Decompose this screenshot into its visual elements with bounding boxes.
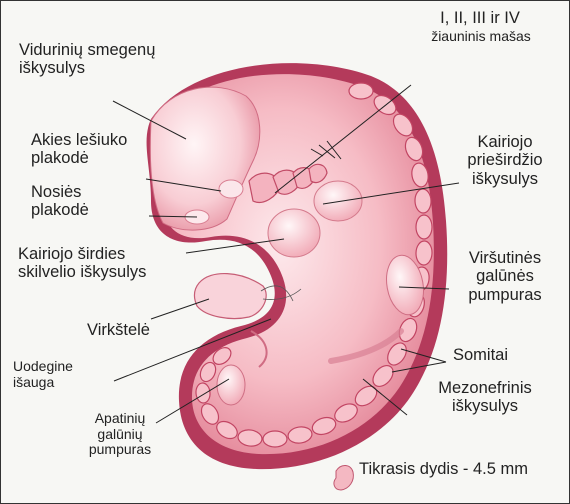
lower-limb-bud	[217, 365, 245, 405]
label-lower-limb: Apatinių galūnių pumpuras	[75, 411, 165, 458]
ventricle-bulge	[268, 209, 320, 257]
label-midbrain: Vidurinių smegenų iškysulys	[19, 41, 155, 78]
umbilical-stalk	[195, 274, 267, 319]
atrium-bulge	[314, 181, 362, 221]
label-tail: Uodegine išauga	[13, 359, 73, 390]
actual-size-icon	[334, 465, 353, 490]
label-lens-placode: Akies lešiuko plakodė	[31, 131, 127, 168]
label-atrium: Kairiojo prieširdžio iškysulys	[445, 133, 565, 188]
label-upper-limb: Viršutinės galūnės pumpuras	[447, 249, 563, 304]
label-arches-name: žiauninis mašas	[391, 29, 570, 45]
lens-placode	[219, 180, 243, 198]
label-mesonephric: Mezonefrinis iškysulys	[411, 379, 559, 416]
label-somites: Somitai	[453, 346, 508, 364]
label-umbilical: Virkštelė	[87, 321, 150, 339]
label-ventricle: Kairiojo širdies skilvelio iškysulys	[18, 245, 146, 282]
label-nasal-placode: Nosiės plakodė	[31, 183, 89, 220]
label-arches-numbers: I, II, III ir IV	[405, 9, 555, 27]
label-actual-size: Tikrasis dydis - 4.5 mm	[359, 460, 528, 478]
